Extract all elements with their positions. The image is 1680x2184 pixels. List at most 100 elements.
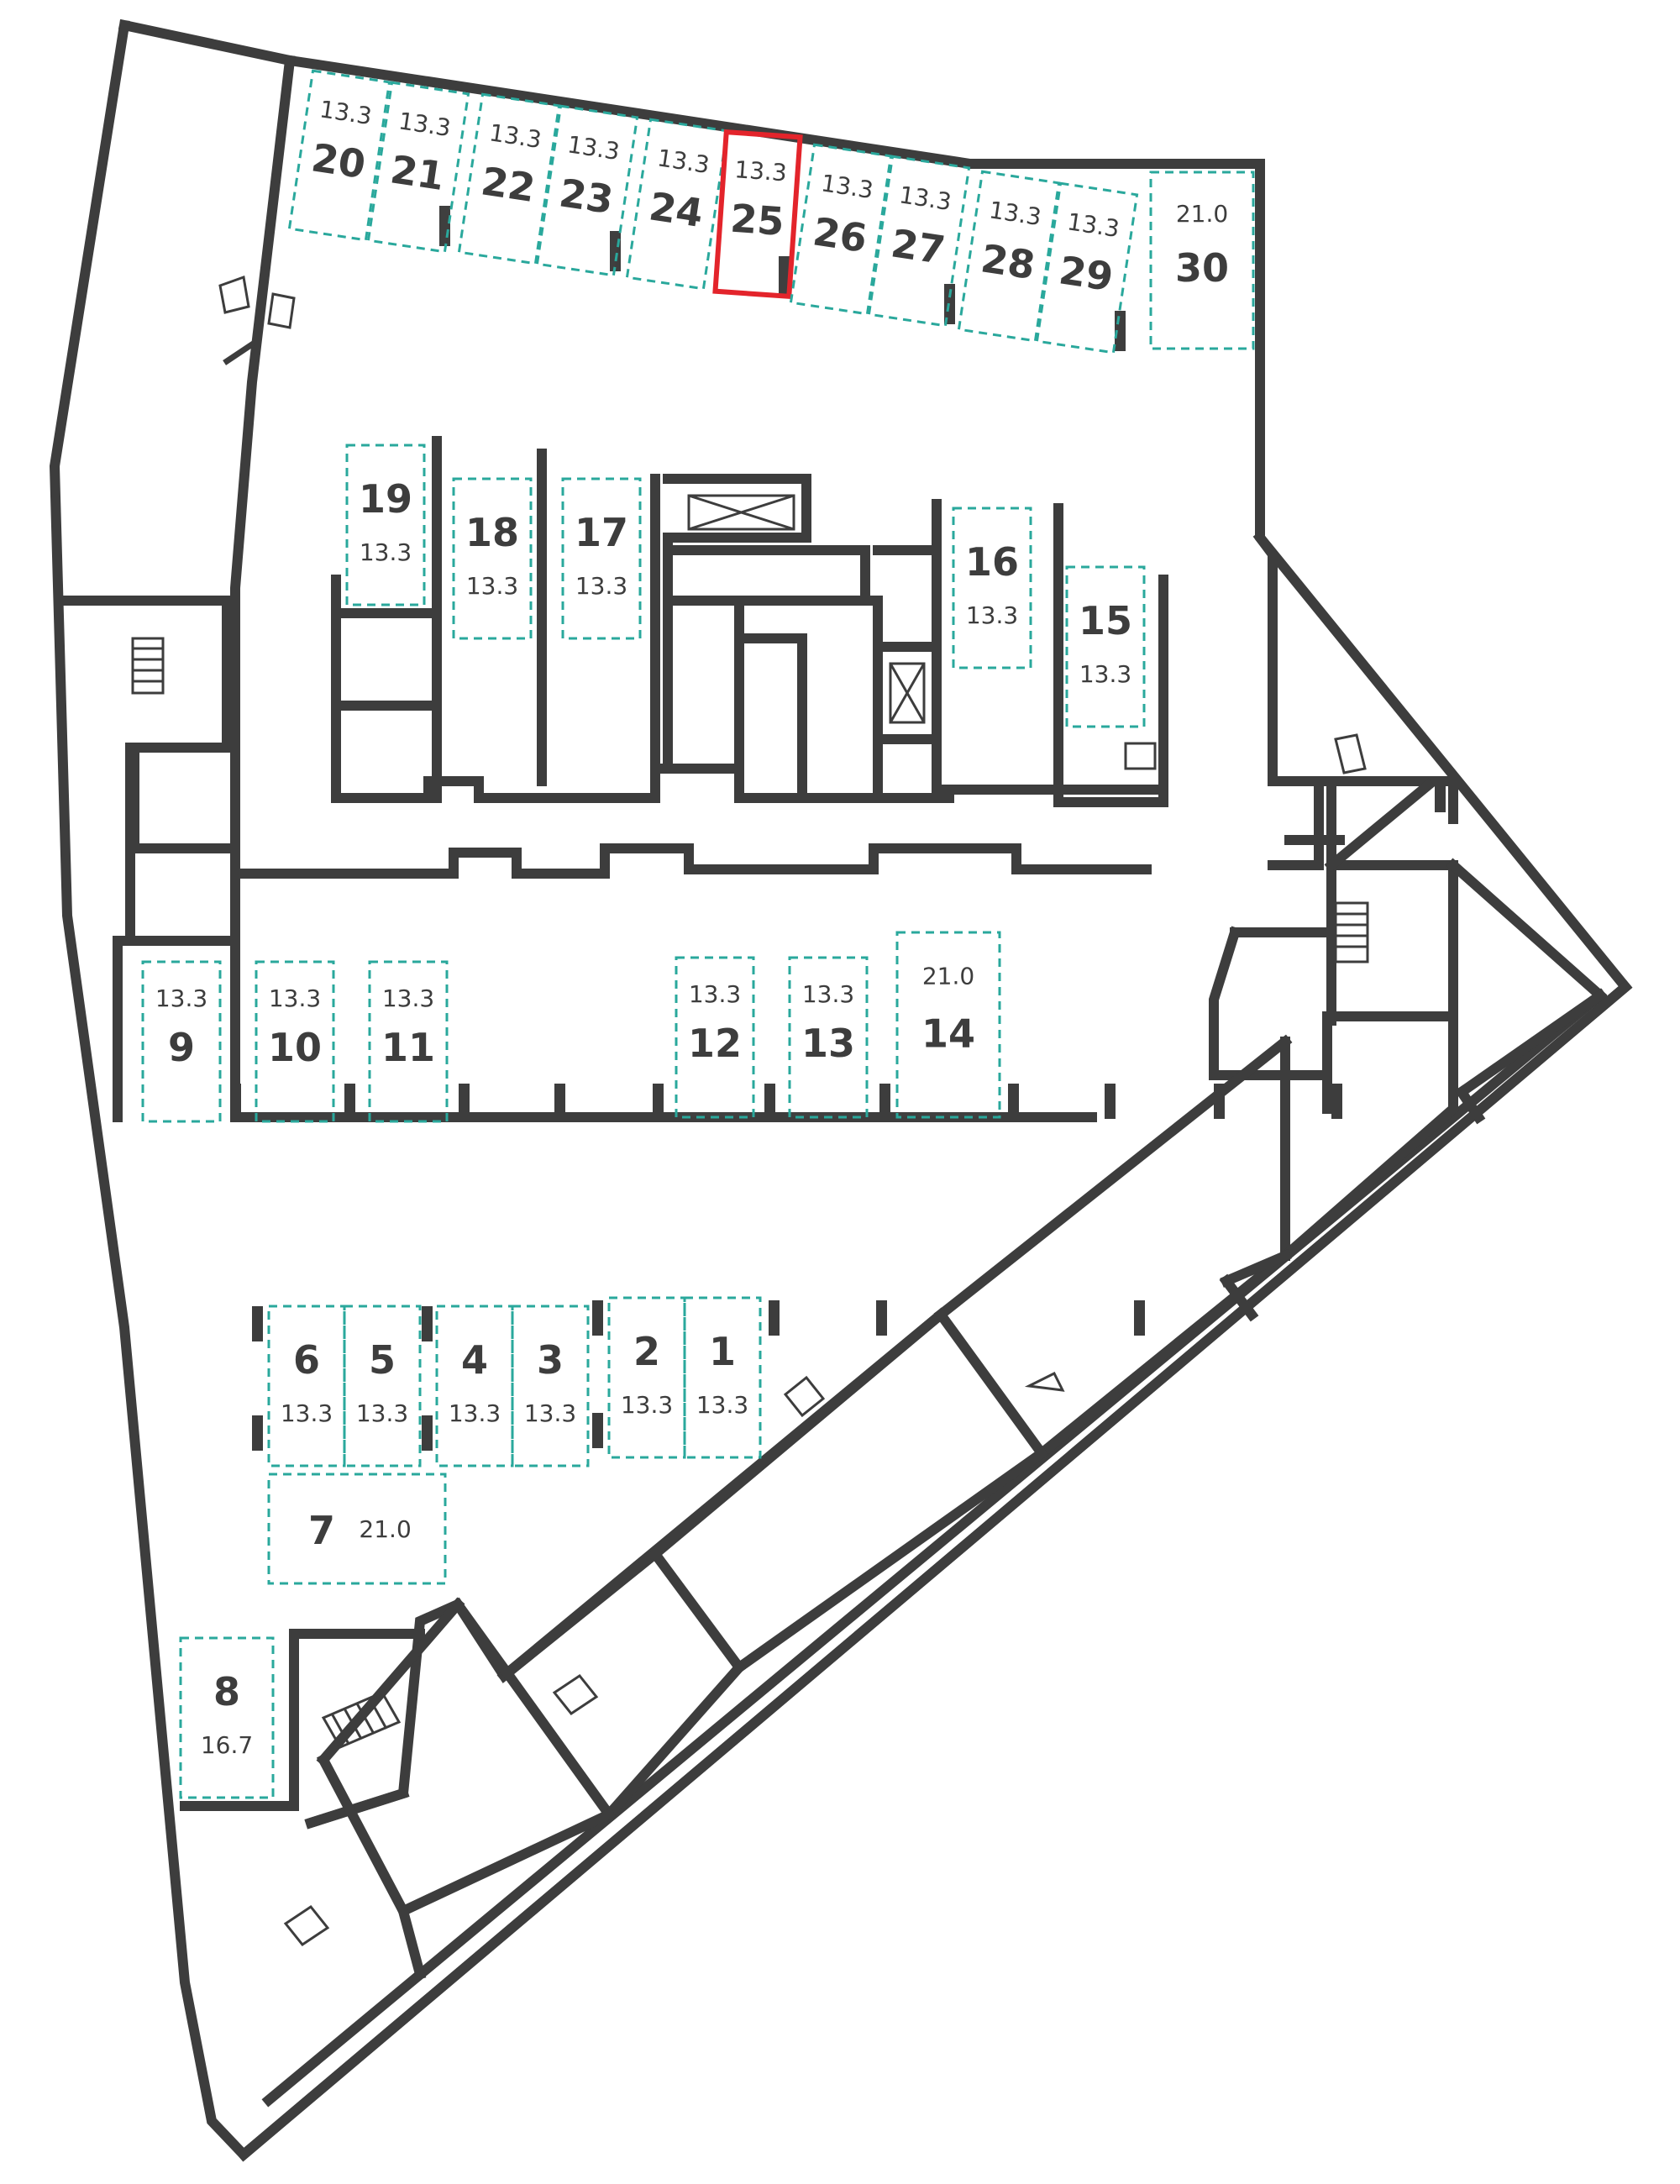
parking-spot-15[interactable]: 13.3 15 <box>1065 565 1146 728</box>
spot-outline[interactable] <box>1035 181 1139 354</box>
spot-outline[interactable] <box>957 170 1061 343</box>
parking-spot-30[interactable]: 21.030 <box>1149 171 1255 350</box>
spot-area: 13.3 <box>281 1399 333 1427</box>
spot-outline[interactable] <box>1065 565 1146 728</box>
parking-spot-24[interactable]: 13.324 <box>625 118 729 291</box>
door-icon <box>218 275 1367 1947</box>
spot-area: 13.3 <box>269 984 321 1012</box>
spot-outline[interactable] <box>435 1305 514 1467</box>
spot-number: 18 <box>465 510 519 555</box>
parking-spot-4[interactable]: 13.34 <box>435 1305 514 1467</box>
spot-outline[interactable] <box>683 1296 762 1459</box>
parking-spot-6[interactable]: 13.36 <box>267 1305 346 1467</box>
parking-spot-2[interactable]: 13.32 <box>607 1296 686 1459</box>
spot-number: 4 <box>461 1337 488 1383</box>
spot-outline[interactable] <box>789 143 893 316</box>
spot-outline[interactable] <box>607 1296 686 1459</box>
spot-outline[interactable] <box>457 92 561 265</box>
parking-spot-27[interactable]: 13.327 <box>867 155 971 328</box>
spot-area: 13.3 <box>449 1399 501 1427</box>
parking-spot-29[interactable]: 13.329 <box>1035 181 1139 354</box>
spot-number: 11 <box>381 1025 435 1070</box>
spot-number: 22 <box>478 158 538 211</box>
parking-spots: 13.3113.3213.3313.3413.3513.3621.0716.78… <box>141 69 1255 1799</box>
spot-area: 13.3 <box>802 980 854 1008</box>
elevator-icon <box>687 494 795 531</box>
spot-number: 8 <box>213 1669 240 1714</box>
spot-outline[interactable] <box>368 960 449 1123</box>
parking-spot-26[interactable]: 13.326 <box>789 143 893 316</box>
spot-number: 9 <box>168 1025 195 1070</box>
spot-outline[interactable] <box>345 444 426 606</box>
spot-outline[interactable] <box>511 1305 590 1467</box>
spot-number: 27 <box>888 220 948 273</box>
selected-spot-outline[interactable] <box>712 129 803 300</box>
parking-spot-22[interactable]: 13.322 <box>457 92 561 265</box>
spot-area: 13.3 <box>356 1399 408 1427</box>
stairs-icon <box>321 1691 402 1749</box>
spot-area: 13.3 <box>466 572 518 600</box>
spot-outline[interactable] <box>561 477 642 640</box>
parking-spot-8[interactable]: 16.78 <box>179 1636 275 1799</box>
spot-number: 23 <box>556 170 616 223</box>
spot-number: 2 <box>633 1329 660 1374</box>
spot-area: 21.0 <box>922 963 974 990</box>
spot-number: 7 <box>308 1508 335 1553</box>
spot-area: 13.3 <box>696 1391 748 1419</box>
spot-number: 6 <box>293 1337 320 1383</box>
spot-outline[interactable] <box>343 1305 422 1467</box>
spot-area: 21.0 <box>359 1515 411 1543</box>
parking-spot-11[interactable]: 13.311 <box>368 960 449 1123</box>
elevator-icon <box>889 662 926 724</box>
parking-spot-20[interactable]: 13.320 <box>287 69 391 242</box>
spot-number: 15 <box>1079 598 1132 643</box>
parking-spot-18[interactable]: 13.3 18 <box>452 477 533 640</box>
spot-number: 24 <box>646 183 706 236</box>
spot-number: 20 <box>308 134 368 187</box>
spot-outline[interactable] <box>366 81 470 254</box>
spot-outline[interactable] <box>895 931 1001 1119</box>
spot-outline[interactable] <box>535 104 639 277</box>
spot-number: 13 <box>801 1021 855 1066</box>
spot-outline[interactable] <box>1149 171 1255 350</box>
spot-number: 28 <box>978 235 1037 288</box>
parking-spot-16[interactable]: 13.316 <box>952 507 1032 669</box>
parking-spot-3[interactable]: 13.33 <box>511 1305 590 1467</box>
parking-spot-28[interactable]: 13.328 <box>957 170 1061 343</box>
spot-number: 12 <box>688 1021 742 1066</box>
spot-number: 5 <box>369 1337 396 1383</box>
spot-number: 25 <box>729 196 786 244</box>
stairs-icon <box>1334 901 1369 963</box>
parking-spot-25[interactable]: 13.325 <box>712 129 803 300</box>
parking-spot-1[interactable]: 13.31 <box>683 1296 762 1459</box>
spot-outline[interactable] <box>267 1305 346 1467</box>
parking-spot-12[interactable]: 13.312 <box>675 956 755 1119</box>
spot-outline[interactable] <box>287 69 391 242</box>
parking-spot-5[interactable]: 13.35 <box>343 1305 422 1467</box>
parking-spot-21[interactable]: 13.321 <box>366 81 470 254</box>
parking-spot-17[interactable]: 13.317 <box>561 477 642 640</box>
spot-number: 1 <box>709 1329 736 1374</box>
parking-spot-23[interactable]: 13.323 <box>535 104 639 277</box>
parking-spot-19[interactable]: 13.319 <box>345 444 426 606</box>
spot-area: 13.3 <box>1079 660 1131 688</box>
spot-outline[interactable] <box>625 118 729 291</box>
spot-outline[interactable] <box>179 1636 275 1799</box>
parking-spot-14[interactable]: 21.014 <box>895 931 1001 1119</box>
parking-spot-13[interactable]: 13.3 13 <box>788 956 869 1119</box>
spot-outline[interactable] <box>452 477 533 640</box>
parking-spot-10[interactable]: 13.3 10 <box>255 960 335 1123</box>
spot-area: 13.3 <box>575 572 627 600</box>
spot-outline[interactable] <box>867 155 971 328</box>
spot-outline[interactable] <box>141 960 222 1123</box>
parking-spot-9[interactable]: 13.39 <box>141 960 222 1123</box>
parking-spot-7[interactable]: 21.07 <box>267 1473 447 1585</box>
spot-area: 13.3 <box>155 984 207 1012</box>
spot-outline[interactable] <box>675 956 755 1119</box>
spot-outline[interactable] <box>255 960 335 1123</box>
spot-number: 10 <box>268 1025 322 1070</box>
spot-number: 21 <box>387 146 447 199</box>
spot-outline[interactable] <box>952 507 1032 669</box>
spot-outline[interactable] <box>788 956 869 1119</box>
spot-outline[interactable] <box>267 1473 447 1585</box>
